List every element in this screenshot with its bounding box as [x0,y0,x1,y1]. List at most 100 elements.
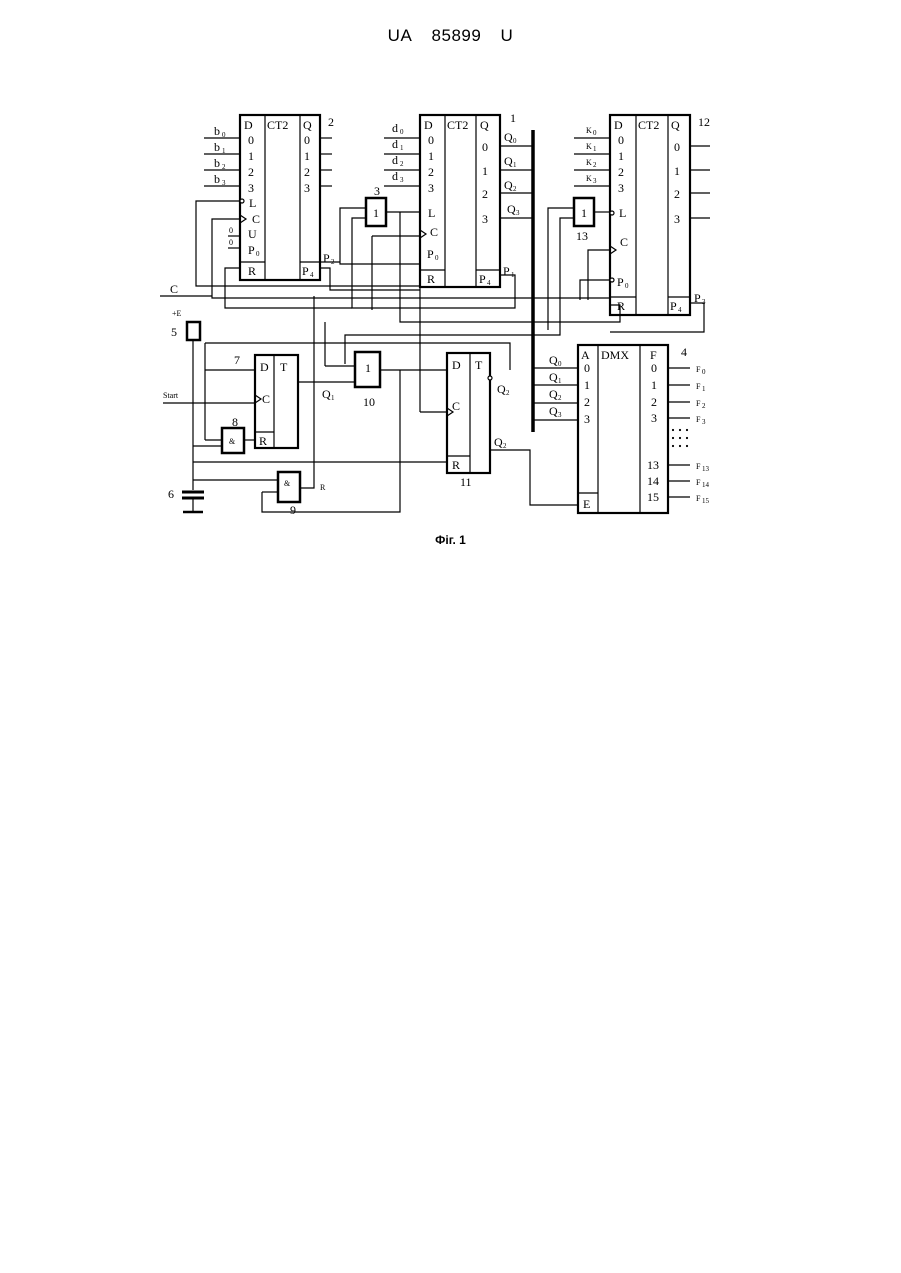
b0-sub: 0 [222,131,226,139]
q1-sub: 1 [513,161,517,169]
ctk-r: R [617,299,625,313]
res-number: 5 [171,325,177,339]
ctd-in0: 0 [428,133,434,147]
ctk-in2: 2 [618,165,624,179]
ctd-in1: 1 [428,149,434,163]
counter-b [204,115,332,280]
dmx-f3: 3 [651,411,657,425]
k1-sub: 1 [593,145,597,153]
ctd-out3: 3 [482,212,488,226]
ctk-p4: P [670,299,677,313]
b1-sub: 1 [222,147,226,155]
ctk-p0-sub: 0 [625,282,629,290]
or10-symbol: 1 [365,361,371,375]
ctd-in3: 3 [428,181,434,195]
q3-sub: 3 [516,209,520,217]
out-f2-sub: 2 [702,402,706,410]
out-f0: F [696,365,701,374]
ctd-p0: P [427,247,434,261]
or3-number: 3 [374,184,380,198]
d2-sub: 2 [400,160,404,168]
b3-label: b [214,172,220,186]
dmx-q3: Q [549,404,558,418]
ctd-p4-sub: 4 [487,279,491,287]
ctb-p0-sub: 0 [256,250,260,258]
ctd-r: R [427,272,435,286]
p3-label: P [694,291,701,305]
and8-symbol: & [229,437,236,446]
ctd-number: 1 [510,111,516,125]
dmx-title: DMX [601,348,629,362]
ctk-in0: 0 [618,133,624,147]
ctd-l: L [428,206,435,220]
q1-line-sub: 1 [331,394,335,402]
tt11-r: R [452,458,460,472]
ctb-q: Q [303,118,312,132]
out-f13-sub: 13 [702,465,710,473]
k0-sub: 0 [593,129,597,137]
ctb-in0: 0 [248,133,254,147]
q2bar-label: Q [497,382,506,396]
tt7-number: 7 [234,353,240,367]
q1-line-label: Q [322,387,331,401]
ctk-ct2: CT2 [638,118,659,132]
ctb-r: R [248,264,256,278]
dmx-q0: Q [549,353,558,367]
c-input-label: C [170,282,178,296]
tt11-number: 11 [460,475,472,489]
dmx-a: A [581,348,590,362]
dmx-a2: 2 [584,395,590,409]
dmx-q2-sub: 2 [558,394,562,402]
out-f14-sub: 14 [702,481,710,489]
out-f2: F [696,399,701,408]
q2-label: Q [494,435,503,449]
d3-label: d [392,169,398,183]
ctk-p0: P [617,275,624,289]
d0-sub: 0 [400,128,404,136]
tt7-d: D [260,360,269,374]
out-f14: F [696,478,701,487]
p3-sub: 3 [702,298,706,306]
or3-symbol: 1 [373,206,379,220]
dmx-e: E [583,497,590,511]
out-f3-sub: 3 [702,418,706,426]
ctb-d: D [244,118,253,132]
ctk-number: 12 [698,115,710,129]
ctb-ct2: CT2 [267,118,288,132]
out-f3: F [696,415,701,424]
q0-label: Q [504,130,513,144]
zero-p: 0 [229,238,233,247]
ctb-out0: 0 [304,133,310,147]
b2-label: b [214,156,220,170]
k3-sub: 3 [593,177,597,185]
out-f13: F [696,462,701,471]
k0-label: K [586,126,592,135]
ctb-out1: 1 [304,149,310,163]
ctk-p4-sub: 4 [678,306,682,314]
ctd-out0: 0 [482,140,488,154]
p1-sub: 1 [511,271,515,279]
figure-caption: Фіг. 1 [0,533,901,547]
dmx-q2: Q [549,387,558,401]
dmx-a1: 1 [584,378,590,392]
ctb-p4: P [302,264,309,278]
b2-sub: 2 [222,163,226,171]
ctk-out1: 1 [674,164,680,178]
ctb-in3: 3 [248,181,254,195]
k2-label: K [586,158,592,167]
and8-number: 8 [232,415,238,429]
or13-number: 13 [576,229,588,243]
ctk-d: D [614,118,623,132]
ctd-out2: 2 [482,187,488,201]
ctd-p0-sub: 0 [435,254,439,262]
zero-u: 0 [229,226,233,235]
and9-symbol: & [284,479,291,488]
and9-number: 9 [290,503,296,517]
tt11-c: C [452,399,460,413]
ctb-in1: 1 [248,149,254,163]
dmx-f13: 13 [647,458,659,472]
dmx-q0-sub: 0 [558,360,562,368]
start-label: Start [163,391,179,400]
q2bar-sub: 2 [506,389,510,397]
q0-sub: 0 [513,137,517,145]
